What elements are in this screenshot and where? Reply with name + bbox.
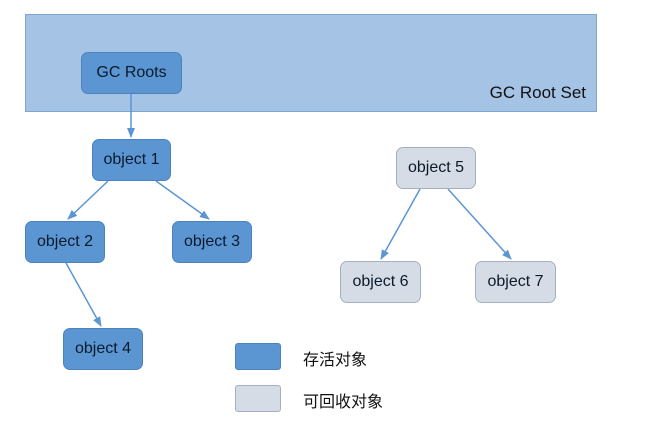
node-gc-roots: GC Roots [81, 52, 182, 94]
node-object-7-label: object 7 [487, 273, 544, 290]
node-object-2: object 2 [25, 221, 105, 263]
legend-live-label: 存活对象 [303, 350, 368, 369]
legend-dead-label: 可回收对象 [303, 392, 384, 411]
edge-object1-object2 [67, 180, 109, 220]
node-object-6: object 6 [340, 261, 421, 303]
node-object-1: object 1 [92, 139, 171, 181]
node-object-4-label: object 4 [74, 340, 132, 357]
node-gc-roots-label: GC Roots [96, 64, 167, 81]
edge-object5-object7 [447, 188, 512, 260]
node-object-7: object 7 [475, 261, 556, 303]
node-object-4: object 4 [63, 328, 143, 370]
legend-live-swatch [235, 343, 281, 370]
node-object-5: object 5 [396, 147, 476, 189]
gc-root-set-label: GC Root Set [489, 83, 586, 102]
node-object-2-label: object 2 [36, 233, 94, 250]
edge-object5-object6 [380, 188, 421, 260]
legend-dead-swatch [235, 385, 281, 412]
node-object-3-label: object 3 [183, 233, 241, 250]
node-object-1-label: object 1 [103, 151, 160, 168]
node-object-3: object 3 [172, 221, 252, 263]
node-object-5-label: object 5 [407, 159, 465, 176]
edge-object2-object4 [65, 262, 102, 327]
edge-object1-object3 [155, 180, 210, 220]
node-object-6-label: object 6 [352, 273, 409, 290]
